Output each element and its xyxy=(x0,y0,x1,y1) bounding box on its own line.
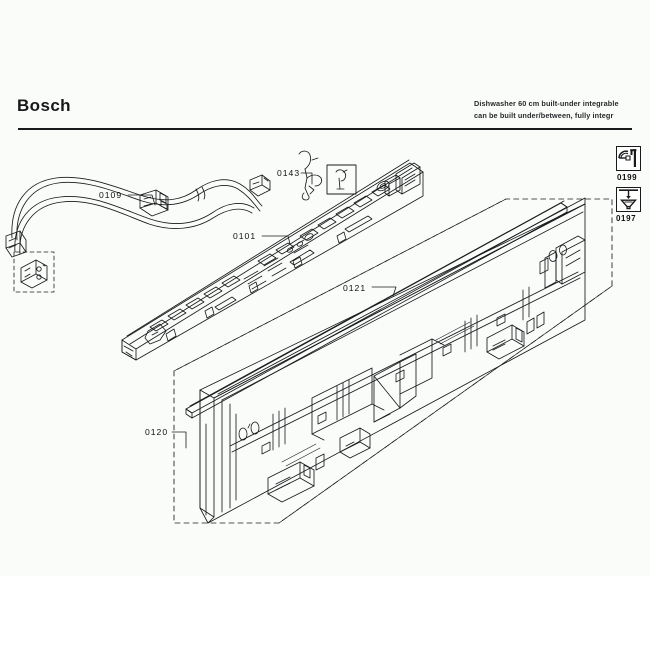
header-divider xyxy=(18,128,632,130)
callout-label-0120: 0120 xyxy=(145,427,169,437)
legend-caption-0197: 0197 xyxy=(616,214,637,223)
callout-label-0143: 0143 xyxy=(277,168,301,178)
legend-caption-0199: 0199 xyxy=(617,173,638,182)
legend-icon-box-0199[interactable] xyxy=(616,146,641,171)
callout-label-0121: 0121 xyxy=(343,283,367,293)
model-description: Dishwasher 60 cm built-under integrable … xyxy=(474,98,636,121)
model-description-line-2: can be built under/between, fully integr xyxy=(474,110,614,120)
brand-logo: Bosch xyxy=(17,96,71,115)
legend-icon-box-0197[interactable] xyxy=(616,187,641,212)
callout-label-0109: 0109 xyxy=(99,190,123,200)
funnel-insert-icon xyxy=(619,189,638,210)
callout-label-0101: 0101 xyxy=(233,231,257,241)
paper-background xyxy=(0,0,650,576)
model-description-line-1: Dishwasher 60 cm built-under integrable xyxy=(474,99,619,108)
wrench-tool-icon xyxy=(618,149,637,167)
